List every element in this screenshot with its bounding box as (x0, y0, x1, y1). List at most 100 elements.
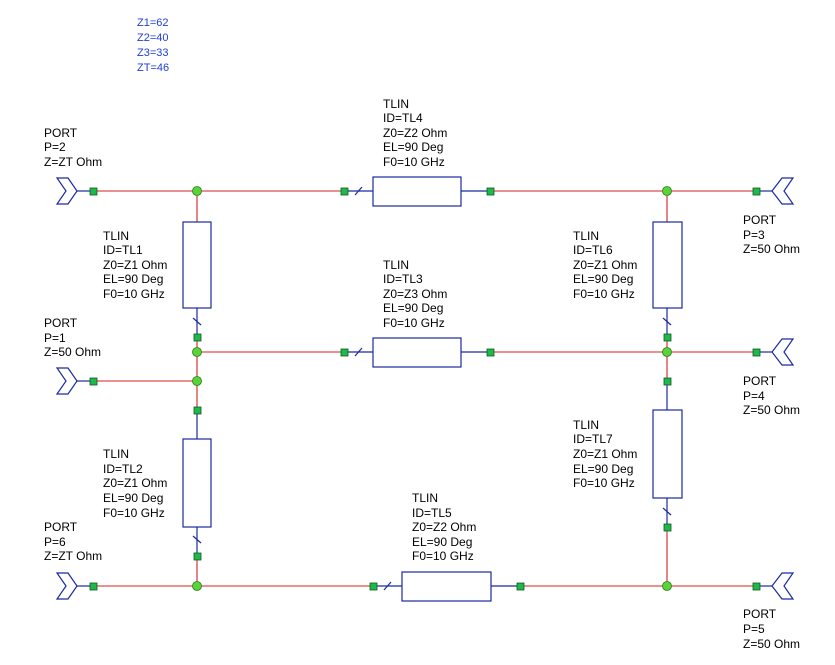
svg-text:Z0=Z3 Ohm: Z0=Z3 Ohm (383, 287, 447, 301)
svg-text:EL=90 Deg: EL=90 Deg (573, 272, 633, 286)
junction-node (192, 581, 202, 591)
svg-text:TLIN: TLIN (573, 229, 599, 243)
port-4-symbol[interactable] (756, 338, 795, 366)
svg-text:Z0=Z1 Ohm: Z0=Z1 Ohm (573, 447, 637, 461)
svg-text:ID=TL3: ID=TL3 (383, 272, 423, 286)
svg-text:ID=TL4: ID=TL4 (383, 111, 423, 125)
svg-text:ID=TL7: ID=TL7 (573, 432, 613, 446)
svg-text:Z0=Z1 Ohm: Z0=Z1 Ohm (573, 258, 637, 272)
svg-text:ID=TL1: ID=TL1 (103, 243, 143, 257)
pin (340, 348, 349, 357)
tlin-tl1-label: TLIN ID=TL1 Z0=Z1 Ohm EL=90 Deg F0=10 GH… (103, 229, 167, 301)
pin (89, 187, 98, 196)
tlin-tl2-symbol[interactable] (182, 410, 212, 556)
svg-text:TLIN: TLIN (103, 229, 129, 243)
svg-text:Z0=Z1 Ohm: Z0=Z1 Ohm (103, 476, 167, 490)
pin (486, 348, 495, 357)
svg-text:ID=TL5: ID=TL5 (412, 506, 452, 520)
tlin-tl4-symbol[interactable] (344, 176, 490, 207)
pin (663, 377, 672, 386)
pin (193, 406, 202, 415)
port-2-symbol[interactable] (55, 177, 93, 205)
port-1-symbol[interactable] (55, 367, 93, 395)
tlin-tl5-symbol[interactable] (373, 571, 520, 602)
variable-zt: ZT=46 (137, 62, 169, 74)
junction-node (192, 376, 202, 386)
pin (752, 348, 761, 357)
svg-text:EL=90 Deg: EL=90 Deg (383, 140, 443, 154)
svg-text:EL=90 Deg: EL=90 Deg (103, 272, 163, 286)
port-3-label: PORT P=3 Z=50 Ohm (743, 213, 800, 256)
port-6-symbol[interactable] (55, 572, 93, 600)
svg-text:TLIN: TLIN (383, 97, 409, 111)
pin (340, 187, 349, 196)
svg-text:EL=90 Deg: EL=90 Deg (573, 462, 633, 476)
nodes (192, 186, 672, 591)
svg-text:PORT: PORT (743, 374, 777, 388)
pin (486, 187, 495, 196)
junction-node (662, 581, 672, 591)
svg-text:Z0=Z1 Ohm: Z0=Z1 Ohm (103, 258, 167, 272)
variable-z3: Z3=33 (137, 47, 169, 59)
svg-text:Z0=Z2 Ohm: Z0=Z2 Ohm (412, 520, 476, 534)
pin (89, 582, 98, 591)
tlin-tl1-symbol[interactable] (182, 221, 212, 337)
pin (516, 582, 525, 591)
svg-text:F0=10 GHz: F0=10 GHz (412, 549, 474, 563)
tlin-tl6-label: TLIN ID=TL6 Z0=Z1 Ohm EL=90 Deg F0=10 GH… (573, 229, 637, 301)
svg-text:P=5: P=5 (743, 622, 765, 636)
svg-text:EL=90 Deg: EL=90 Deg (412, 535, 472, 549)
wires (93, 190, 756, 587)
svg-text:PORT: PORT (743, 213, 777, 227)
tlin-tl7-symbol[interactable] (652, 381, 683, 527)
svg-text:P=6: P=6 (44, 535, 66, 549)
pin (752, 187, 761, 196)
variable-z1: Z1=62 (137, 17, 169, 29)
svg-text:PORT: PORT (743, 607, 777, 621)
pin (369, 582, 378, 591)
port-5-symbol[interactable] (756, 572, 795, 600)
pin (663, 333, 672, 342)
svg-text:PORT: PORT (44, 316, 78, 330)
svg-text:F0=10 GHz: F0=10 GHz (383, 316, 445, 330)
port-5-label: PORT P=5 Z=50 Ohm (743, 607, 800, 651)
junction-node (662, 347, 672, 357)
tlin-tl3-label: TLIN ID=TL3 Z0=Z3 Ohm EL=90 Deg F0=10 GH… (383, 258, 447, 330)
variable-block[interactable]: Z1=62 Z2=40 Z3=33 ZT=46 (137, 17, 169, 74)
svg-text:ID=TL2: ID=TL2 (103, 462, 143, 476)
tlin-tl3-symbol[interactable] (344, 337, 490, 368)
port-4-label: PORT P=4 Z=50 Ohm (743, 374, 800, 417)
tlin-tl6-symbol[interactable] (652, 221, 683, 337)
tlin-tl5-label: TLIN ID=TL5 Z0=Z2 Ohm EL=90 Deg F0=10 GH… (412, 491, 476, 563)
pin (193, 552, 202, 561)
pin (193, 333, 202, 342)
svg-text:Z0=Z2 Ohm: Z0=Z2 Ohm (383, 126, 447, 140)
svg-text:TLIN: TLIN (412, 491, 438, 505)
pins (89, 187, 761, 591)
svg-text:PORT: PORT (44, 126, 78, 140)
port-1-label: PORT P=1 Z=50 Ohm (44, 316, 101, 359)
svg-text:EL=90 Deg: EL=90 Deg (383, 301, 443, 315)
port-3-symbol[interactable] (756, 177, 795, 205)
svg-text:F0=10 GHz: F0=10 GHz (103, 287, 165, 301)
svg-text:F0=10 GHz: F0=10 GHz (383, 155, 445, 169)
tlin-tl2-label: TLIN ID=TL2 Z0=Z1 Ohm EL=90 Deg F0=10 GH… (103, 447, 167, 520)
svg-text:P=3: P=3 (743, 228, 765, 242)
svg-text:P=2: P=2 (44, 140, 66, 154)
variable-z2: Z2=40 (137, 32, 169, 44)
tlin-tl7-label: TLIN ID=TL7 Z0=Z1 Ohm EL=90 Deg F0=10 GH… (573, 418, 637, 490)
svg-text:P=4: P=4 (743, 389, 765, 403)
svg-text:TLIN: TLIN (103, 447, 129, 461)
pin (89, 377, 98, 386)
pin (663, 523, 672, 532)
junction-node (662, 186, 672, 196)
svg-text:F0=10 GHz: F0=10 GHz (103, 506, 165, 520)
svg-text:Z=50 Ohm: Z=50 Ohm (743, 637, 800, 651)
svg-text:Z=50 Ohm: Z=50 Ohm (743, 403, 800, 417)
svg-text:PORT: PORT (44, 520, 78, 534)
svg-text:ID=TL6: ID=TL6 (573, 243, 613, 257)
junction-node (192, 186, 202, 196)
pin (752, 582, 761, 591)
svg-text:Z=50 Ohm: Z=50 Ohm (743, 242, 800, 256)
